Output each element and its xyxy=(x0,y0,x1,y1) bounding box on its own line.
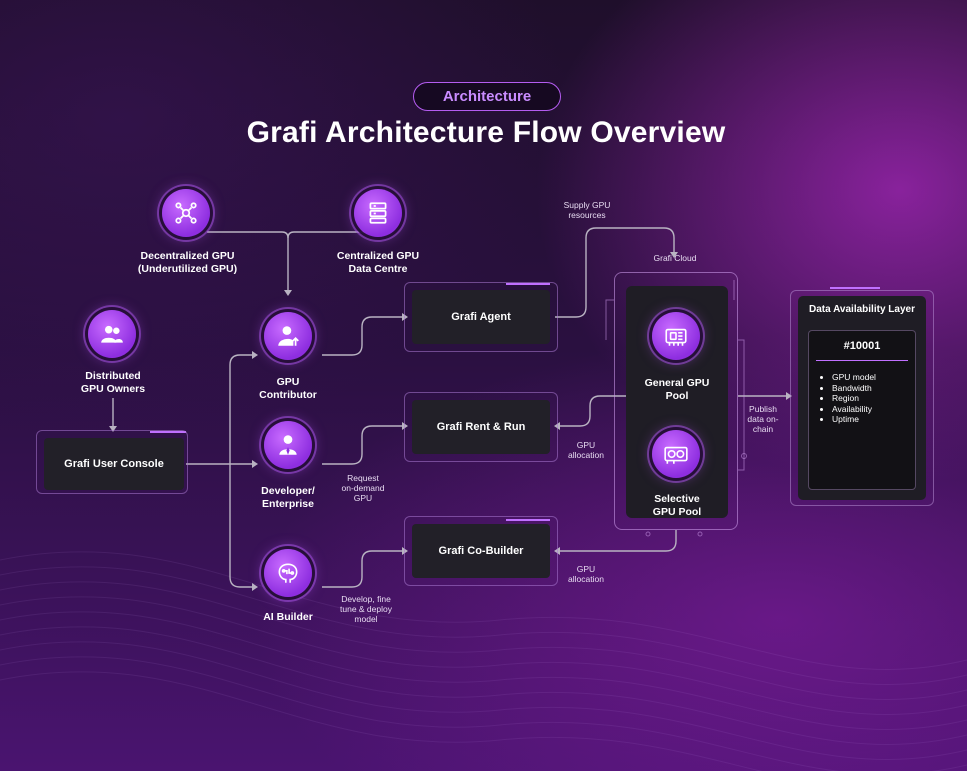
users-icon xyxy=(88,310,136,358)
list-item: Availability xyxy=(832,404,876,415)
grafi-rent-run[interactable]: Grafi Rent & Run xyxy=(412,400,550,454)
user-upload-icon xyxy=(264,312,312,360)
decentralized-gpu-label: Decentralized GPU (Underutilized GPU) xyxy=(137,250,238,275)
gpu-allocation-note-1: GPU allocation xyxy=(568,440,604,460)
data-record-card xyxy=(808,330,916,490)
data-layer-title: Data Availability Layer xyxy=(809,304,915,315)
selective-gpu-pool-label: Selective GPU Pool xyxy=(652,493,702,518)
network-icon xyxy=(162,189,210,237)
data-layer-frame xyxy=(790,290,934,506)
data-record-divider xyxy=(816,360,908,361)
server-icon xyxy=(354,189,402,237)
request-gpu-note: Request on-demand GPU xyxy=(341,473,385,503)
businessman-icon xyxy=(264,421,312,469)
ai-builder-label: AI Builder xyxy=(263,611,313,623)
gpu-contributor-label: GPU Contributor xyxy=(259,376,317,401)
co-builder-frame xyxy=(404,516,558,586)
list-item: Bandwidth xyxy=(832,383,876,394)
grafi-cloud-frame xyxy=(614,272,738,530)
grafi-agent[interactable]: Grafi Agent xyxy=(412,290,550,344)
grafi-co-builder[interactable]: Grafi Co-Builder xyxy=(412,524,550,578)
distributed-owners-label: Distributed GPU Owners xyxy=(80,370,146,395)
data-record-fields: GPU model Bandwidth Region Availability … xyxy=(832,372,876,425)
page-title: Grafi Architecture Flow Overview xyxy=(246,116,726,149)
developer-enterprise-label: Developer/ Enterprise xyxy=(261,485,315,510)
brain-circuit-icon xyxy=(264,549,312,597)
centralized-gpu-label: Centralized GPU Data Centre xyxy=(336,250,420,275)
data-record-id: #10001 xyxy=(843,340,881,352)
gpu-chip-icon xyxy=(652,312,700,360)
develop-model-note: Develop, fine tune & deploy model xyxy=(340,594,392,624)
supply-gpu-note: Supply GPU resources xyxy=(563,200,611,220)
section-pill: Architecture xyxy=(413,82,561,111)
gpu-allocation-note-2: GPU allocation xyxy=(568,564,604,584)
console-frame xyxy=(36,430,188,494)
graphics-card-icon xyxy=(652,430,700,478)
general-gpu-pool-label: General GPU Pool xyxy=(644,377,710,402)
grafi-user-console[interactable]: Grafi User Console xyxy=(44,438,184,490)
list-item: Region xyxy=(832,393,876,404)
agent-frame xyxy=(404,282,558,352)
grafi-cloud-note: Grafi Cloud xyxy=(653,253,697,263)
rent-run-frame xyxy=(404,392,558,462)
publish-data-note: Publish data on- chain xyxy=(747,404,779,434)
list-item: GPU model xyxy=(832,372,876,383)
list-item: Uptime xyxy=(832,414,876,425)
